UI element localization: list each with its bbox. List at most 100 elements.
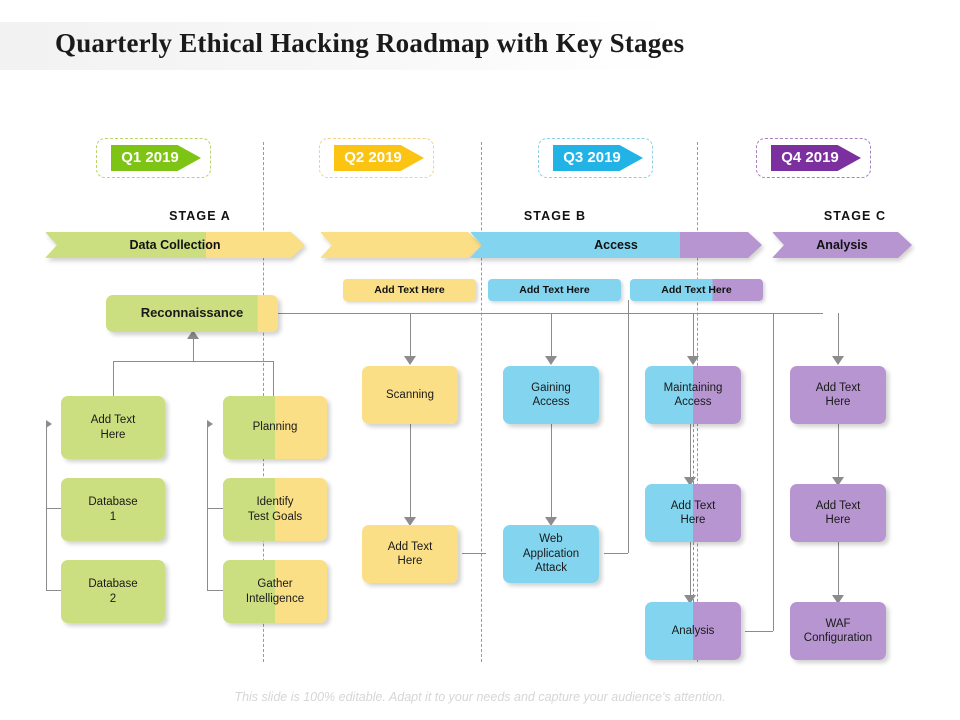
- box-fill: [106, 295, 278, 332]
- box-label: Add Text Here: [387, 540, 433, 567]
- stage-caption-a: STAGE A: [169, 209, 231, 223]
- arrow-planning: [207, 420, 213, 428]
- box-right-add-text-2[interactable]: Add Text Here: [790, 484, 886, 542]
- box-fill: [790, 366, 886, 424]
- connector-recon-right: [277, 313, 423, 314]
- quarter-tag-label: Q2 2019: [344, 149, 402, 166]
- connector-trunk-top: [423, 313, 823, 314]
- stage-caption-b: STAGE B: [523, 209, 587, 223]
- chip-label: Add Text Here: [519, 284, 590, 296]
- stage-bar-data-collection[interactable]: Data Collection: [45, 232, 305, 258]
- box-label: Gaining Access: [531, 381, 571, 408]
- box-label: Database 1: [88, 496, 138, 523]
- connector-left-db1: [46, 508, 62, 509]
- connector-maint-down-1: [690, 424, 691, 479]
- box-database-2[interactable]: Database 2: [61, 560, 165, 623]
- box-fill: [223, 560, 327, 623]
- connector-return-webapp: [604, 553, 628, 554]
- box-right-add-text-1[interactable]: Add Text Here: [790, 366, 886, 424]
- connector-drop-right: [838, 313, 839, 358]
- connector-return-scanning: [462, 553, 486, 554]
- arrow-left-add-text: [46, 420, 52, 428]
- connector-bus-left: [113, 361, 114, 397]
- box-reconnaissance[interactable]: Reconnaissance: [106, 295, 278, 332]
- box-identify-test-goals[interactable]: Identify Test Goals: [223, 478, 327, 541]
- box-label: Planning: [252, 421, 298, 434]
- divider-overlay-1: [693, 424, 694, 484]
- connector-bus-right: [273, 361, 274, 397]
- box-waf-configuration[interactable]: WAF Configuration: [790, 602, 886, 660]
- box-label: Gather Intelligence: [245, 578, 305, 605]
- box-web-application-attack[interactable]: Web Application Attack: [503, 525, 599, 583]
- box-label: Identify Test Goals: [247, 496, 303, 523]
- stage-bar-label: Analysis: [816, 238, 868, 252]
- chip-label: Add Text Here: [661, 284, 732, 296]
- box-label: Add Text Here: [815, 499, 861, 526]
- arrow-to-reconnaissance: [187, 330, 199, 339]
- arrow-to-gaining: [545, 356, 557, 365]
- connector-gaining-down: [551, 424, 552, 519]
- box-fill: [645, 484, 741, 542]
- box-fill: [362, 525, 458, 583]
- chip-add-text-q4[interactable]: Add Text Here: [630, 279, 763, 301]
- box-left-add-text[interactable]: Add Text Here: [61, 396, 165, 459]
- divider-overlay-2: [693, 542, 694, 602]
- quarter-tag-label: Q3 2019: [563, 149, 621, 166]
- box-scanning[interactable]: Scanning: [362, 366, 458, 424]
- box-fill: [645, 602, 741, 660]
- connector-left-db2: [46, 590, 62, 591]
- connector-return-analysis: [745, 631, 773, 632]
- stage-bar-fill: [320, 232, 482, 258]
- connector-drop-gaining: [551, 313, 552, 358]
- connector-recon-stem: [193, 339, 194, 361]
- stage-bar-label: [320, 232, 482, 258]
- arrow-maint-down-1: [684, 477, 696, 486]
- connector-drop-scanning: [410, 313, 411, 358]
- box-planning[interactable]: Planning: [223, 396, 327, 459]
- quarter-tag-label: Q1 2019: [121, 149, 179, 166]
- box-analysis[interactable]: Analysis: [645, 602, 741, 660]
- quarter-tag-q4[interactable]: Q4 2019: [756, 138, 886, 178]
- box-label: Maintaining Access: [663, 381, 723, 408]
- footer-note: This slide is 100% editable. Adapt it to…: [234, 690, 726, 704]
- box-label: WAF Configuration: [803, 617, 873, 644]
- box-fill: [503, 525, 599, 583]
- connector-return-spine: [628, 300, 629, 553]
- connector-recon-bus: [113, 361, 273, 362]
- box-scanning-add-text[interactable]: Add Text Here: [362, 525, 458, 583]
- connector-left-spine: [46, 424, 47, 590]
- box-fill: [790, 484, 886, 542]
- quarter-tag-label: Q4 2019: [781, 149, 839, 166]
- box-label: Add Text Here: [90, 414, 136, 441]
- box-gather-intelligence[interactable]: Gather Intelligence: [223, 560, 327, 623]
- box-fill: [790, 602, 886, 660]
- box-label: Analysis: [671, 624, 715, 637]
- stage-bar-analysis[interactable]: Analysis: [772, 232, 912, 258]
- box-fill: [223, 478, 327, 541]
- box-fill: [645, 366, 741, 424]
- chip-fill: [630, 279, 763, 301]
- arrow-to-right-add-1: [832, 356, 844, 365]
- box-fill: [362, 366, 458, 424]
- chip-add-text-q3[interactable]: Add Text Here: [488, 279, 621, 301]
- box-maintaining-access[interactable]: Maintaining Access: [645, 366, 741, 424]
- stage-bar-q2-blank[interactable]: [320, 232, 482, 258]
- quarter-tag-q1[interactable]: Q1 2019: [96, 138, 226, 178]
- box-maintaining-add-text[interactable]: Add Text Here: [645, 484, 741, 542]
- box-database-1[interactable]: Database 1: [61, 478, 165, 541]
- stage-bar-fill: [45, 232, 305, 258]
- chip-add-text-q2[interactable]: Add Text Here: [343, 279, 476, 301]
- box-fill: [503, 366, 599, 424]
- arrow-to-scanning: [404, 356, 416, 365]
- chip-label: Add Text Here: [374, 284, 445, 296]
- box-gaining-access[interactable]: Gaining Access: [503, 366, 599, 424]
- connector-plan-gather: [207, 590, 223, 591]
- connector-plan-identify: [207, 508, 223, 509]
- stage-bar-access[interactable]: Access: [470, 232, 762, 258]
- quarter-tag-q2[interactable]: Q2 2019: [319, 138, 449, 178]
- quarter-tag-q3[interactable]: Q3 2019: [538, 138, 668, 178]
- connector-scanning-down: [410, 424, 411, 519]
- arrow-scanning-down: [404, 517, 416, 526]
- arrow-right-down-2: [832, 595, 844, 604]
